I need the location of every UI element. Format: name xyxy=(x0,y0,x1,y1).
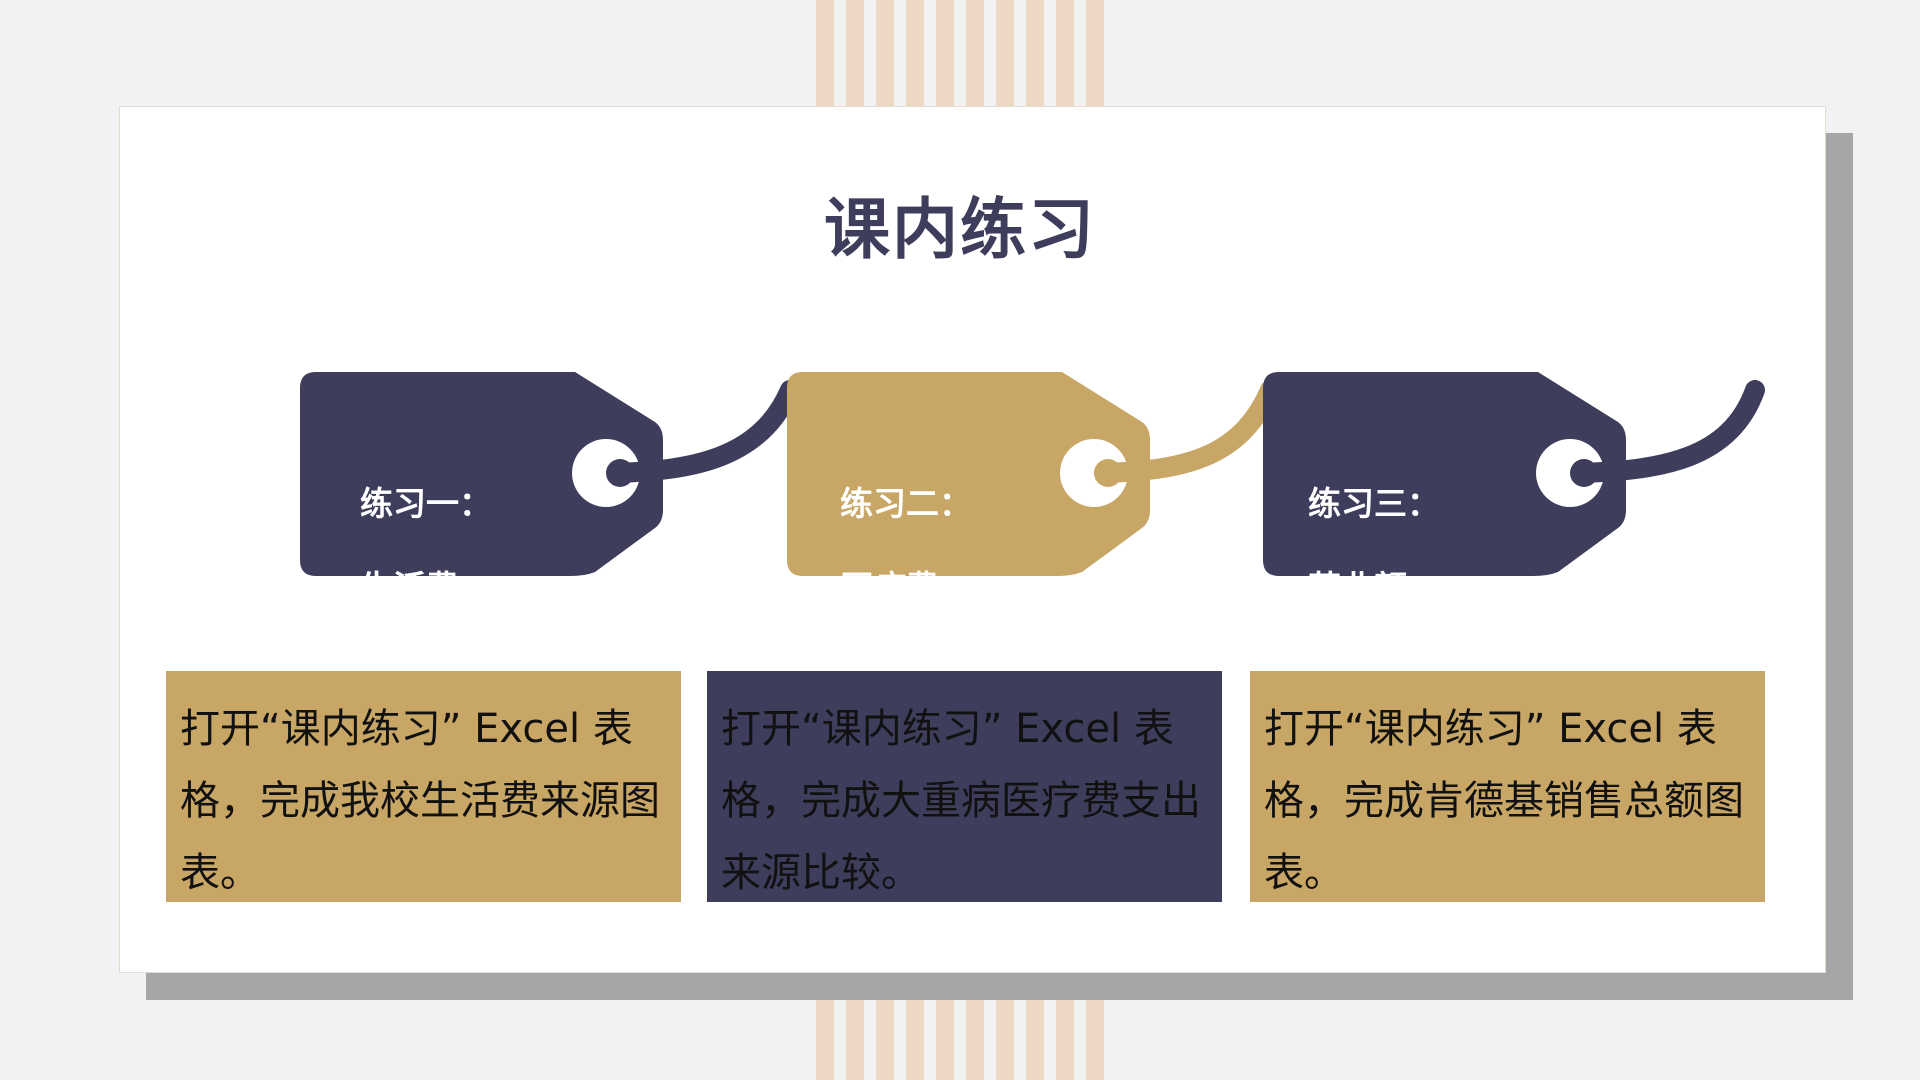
page-title: 课内练习 xyxy=(824,191,1096,268)
tag-1-line2: 生活费 xyxy=(360,568,459,607)
tag-1-line1: 练习一： xyxy=(360,484,492,523)
tag-2-label: 练习二： 医疗费 xyxy=(840,441,972,651)
tag-1-shape xyxy=(300,372,800,576)
tag-2-shape xyxy=(787,372,1280,576)
exercise-1-description: 打开“课内练习” Excel 表格，完成我校生活费来源图表。 xyxy=(166,671,681,902)
tag-3-line2: 营业额 xyxy=(1308,568,1407,607)
exercise-3-description: 打开“课内练习” Excel 表格，完成肯德基销售总额图表。 xyxy=(1250,671,1765,902)
tag-1-label: 练习一： 生活费 xyxy=(360,441,492,651)
exercise-2-description: 打开“课内练习” Excel 表格，完成大重病医疗费支出来源比较。 xyxy=(707,671,1222,902)
tag-2-line2: 医疗费 xyxy=(840,568,939,607)
tag-2-line1: 练习二： xyxy=(840,484,972,523)
tag-3-label: 练习三： 营业额 xyxy=(1308,441,1440,651)
tag-3-shape xyxy=(1263,372,1765,576)
tag-3-line1: 练习三： xyxy=(1308,484,1440,523)
